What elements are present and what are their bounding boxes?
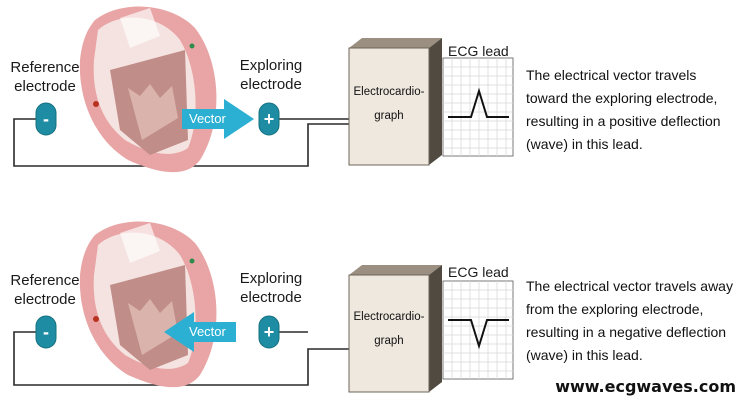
vector-label: Vector xyxy=(189,324,226,339)
ecg-paper xyxy=(442,57,514,157)
website-footer: www.ecgwaves.com xyxy=(555,377,736,396)
label-line: graph xyxy=(374,335,404,347)
description-line: (wave) in this lead. xyxy=(526,347,643,363)
description-line: from the exploring electrode, xyxy=(526,301,704,317)
description-line: resulting in a positive deflection xyxy=(526,113,721,129)
label-line: electrode xyxy=(14,291,76,308)
panel-diagram xyxy=(13,6,514,173)
negative-sign: - xyxy=(43,109,49,129)
ecg-paper xyxy=(442,280,514,380)
label-line: electrode xyxy=(14,78,76,95)
heart-illustration xyxy=(79,221,217,388)
ecg-grid xyxy=(443,58,513,156)
electrocardiograph-box xyxy=(348,265,442,393)
electrocardiograph-box xyxy=(348,38,442,166)
ecg-lead-title: ECG lead xyxy=(448,43,509,59)
vector-arrow xyxy=(164,312,236,352)
description-line: resulting in a negative deflection xyxy=(526,324,727,340)
description: The electrical vector travels away from … xyxy=(526,275,733,367)
ecg-waveform-negative xyxy=(448,319,509,350)
label-line: graph xyxy=(374,110,404,122)
heart-illustration xyxy=(79,6,217,173)
ecg-grid xyxy=(443,281,513,379)
negative-sign: - xyxy=(43,322,49,342)
reference-electrode-label: Reference electrode xyxy=(0,271,90,309)
positive-sign: + xyxy=(263,109,275,129)
description-line: toward the exploring electrode, xyxy=(526,90,718,106)
description-line: The electrical vector travels away xyxy=(526,278,733,294)
reference-electrode xyxy=(35,315,57,349)
description: The electrical vector travels toward the… xyxy=(526,64,721,156)
ecg-lead-title: ECG lead xyxy=(448,264,509,280)
label-line: electrode xyxy=(240,289,302,306)
vector-label: Vector xyxy=(189,111,226,126)
panel-positive: Reference electrode Exploring electrode … xyxy=(0,0,750,190)
description-line: The electrical vector travels xyxy=(526,67,697,83)
label-line: Exploring xyxy=(239,270,303,287)
electrocardiograph-label: Electrocardio- graph xyxy=(347,305,431,353)
label-line: Reference xyxy=(10,59,80,76)
description-line: (wave) in this lead. xyxy=(526,136,643,152)
ecg-waveform-positive xyxy=(448,87,509,118)
label-line: Electrocardio- xyxy=(353,311,425,323)
label-line: electrode xyxy=(240,76,302,93)
exploring-electrode-label: Exploring electrode xyxy=(226,269,316,307)
exploring-electrode xyxy=(258,102,280,136)
panel-diagram xyxy=(13,221,514,393)
label-line: Exploring xyxy=(239,57,303,74)
exploring-electrode-label: Exploring electrode xyxy=(226,56,316,94)
reference-electrode-label: Reference electrode xyxy=(0,58,90,96)
exploring-electrode xyxy=(258,315,280,349)
label-line: Reference xyxy=(10,272,80,289)
electrocardiograph-label: Electrocardio- graph xyxy=(347,80,431,128)
vector-arrow xyxy=(182,99,254,139)
label-line: Electrocardio- xyxy=(353,86,425,98)
reference-electrode xyxy=(35,102,57,136)
panel-negative: Reference electrode Exploring electrode … xyxy=(0,215,750,405)
positive-sign: + xyxy=(263,322,275,342)
